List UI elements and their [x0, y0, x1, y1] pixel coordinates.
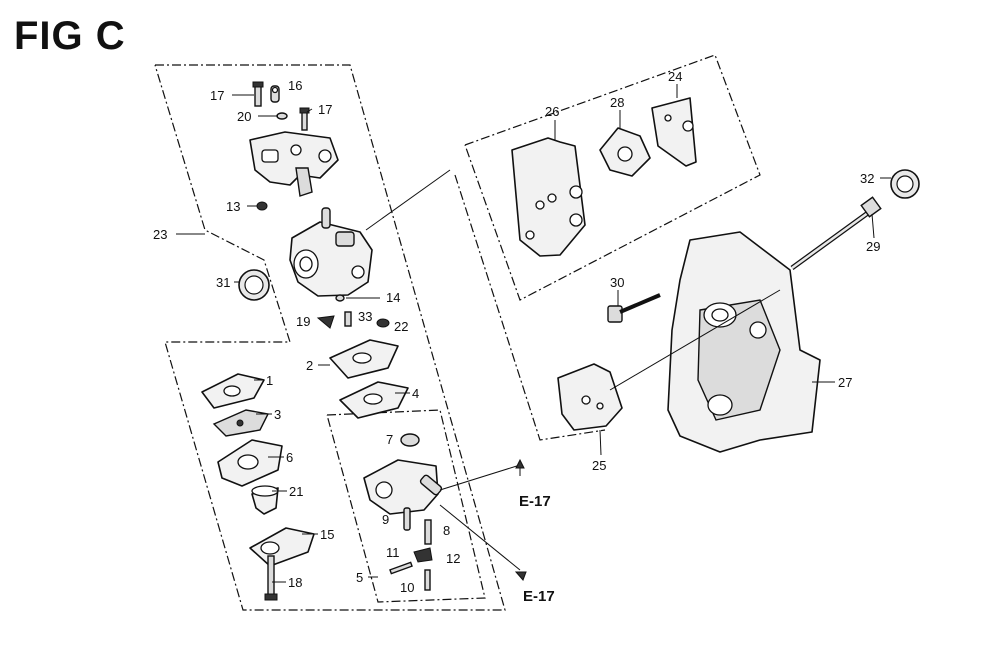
callout-4: 4	[412, 386, 419, 401]
throttle-bracket	[249, 131, 339, 197]
gasket-31	[238, 269, 270, 301]
arrow-down	[514, 571, 527, 581]
callout-labels: 17 16 17 20 13 23 31 14 19 33 22 2 4 1 3…	[153, 69, 880, 595]
callout-16: 16	[288, 78, 302, 93]
callout-19: 19	[296, 314, 310, 329]
bolt-30	[607, 293, 661, 323]
callout-26: 26	[545, 104, 559, 119]
reference-e17-lower: E-17	[523, 588, 555, 605]
gasket-28	[599, 127, 651, 177]
callout-7: 7	[386, 432, 393, 447]
collar-16	[270, 85, 280, 103]
plate-24	[651, 97, 697, 167]
plug-13	[256, 201, 268, 211]
callout-25: 25	[592, 458, 606, 473]
valve-19	[316, 315, 335, 329]
callout-11: 11	[386, 545, 400, 560]
callout-27: 27	[838, 375, 852, 390]
screw-33	[344, 311, 352, 327]
callout-33: 33	[358, 309, 372, 324]
callout-21: 21	[289, 484, 303, 499]
callout-3: 3	[274, 407, 281, 422]
callout-5: 5	[356, 570, 363, 585]
carburetor-body	[289, 207, 373, 297]
air-cleaner-case-27	[667, 231, 821, 453]
float-chamber	[363, 459, 443, 515]
cover-15	[249, 527, 315, 567]
callout-17: 17	[318, 102, 332, 117]
callout-31: 31	[216, 275, 230, 290]
callout-6: 6	[286, 450, 293, 465]
callout-9: 9	[382, 512, 389, 527]
group-box-26-28-24	[464, 54, 761, 301]
insulator-25	[557, 363, 623, 431]
callout-23: 23	[153, 227, 167, 242]
reference-e17-upper: E-17	[519, 493, 551, 510]
bolt-18	[264, 555, 278, 601]
spring-9	[403, 507, 411, 531]
needle-8	[424, 519, 432, 545]
pin-11	[389, 561, 413, 575]
callout-1: 1	[266, 373, 273, 388]
pump-body-6	[217, 439, 283, 487]
callout-12: 12	[446, 551, 460, 566]
callout-29: 29	[866, 239, 880, 254]
callout-2: 2	[306, 358, 313, 373]
callout-28: 28	[610, 95, 624, 110]
gasket-32	[890, 169, 920, 199]
screw-17a	[252, 81, 264, 107]
callout-13: 13	[226, 199, 240, 214]
clip-12	[413, 547, 433, 563]
figure-title: FIG C	[14, 14, 126, 58]
arrow-up	[515, 458, 525, 469]
gasket-2	[329, 339, 399, 379]
diaphragm-3	[212, 409, 270, 437]
jet-14	[335, 294, 345, 302]
callout-32: 32	[860, 171, 874, 186]
primer-bulb-21	[251, 485, 279, 515]
callout-22: 22	[394, 319, 408, 334]
washer-20	[276, 112, 288, 120]
callout-10: 10	[400, 580, 414, 595]
gasket-4	[339, 381, 409, 419]
plate-26	[511, 137, 586, 257]
callout-8: 8	[443, 523, 450, 538]
callout-17: 17	[210, 88, 224, 103]
plug-22	[376, 318, 390, 328]
callout-14: 14	[386, 290, 400, 305]
callout-15: 15	[320, 527, 334, 542]
callout-18: 18	[288, 575, 302, 590]
screw-10	[424, 569, 431, 591]
callout-30: 30	[610, 275, 624, 290]
cap-7	[400, 433, 420, 447]
leader-lines	[176, 84, 891, 583]
callout-24: 24	[668, 69, 682, 84]
callout-20: 20	[237, 109, 251, 124]
group-box-5	[326, 409, 486, 603]
long-bolt-29	[790, 196, 882, 271]
gasket-1	[201, 373, 265, 409]
group-box-25	[454, 174, 606, 441]
